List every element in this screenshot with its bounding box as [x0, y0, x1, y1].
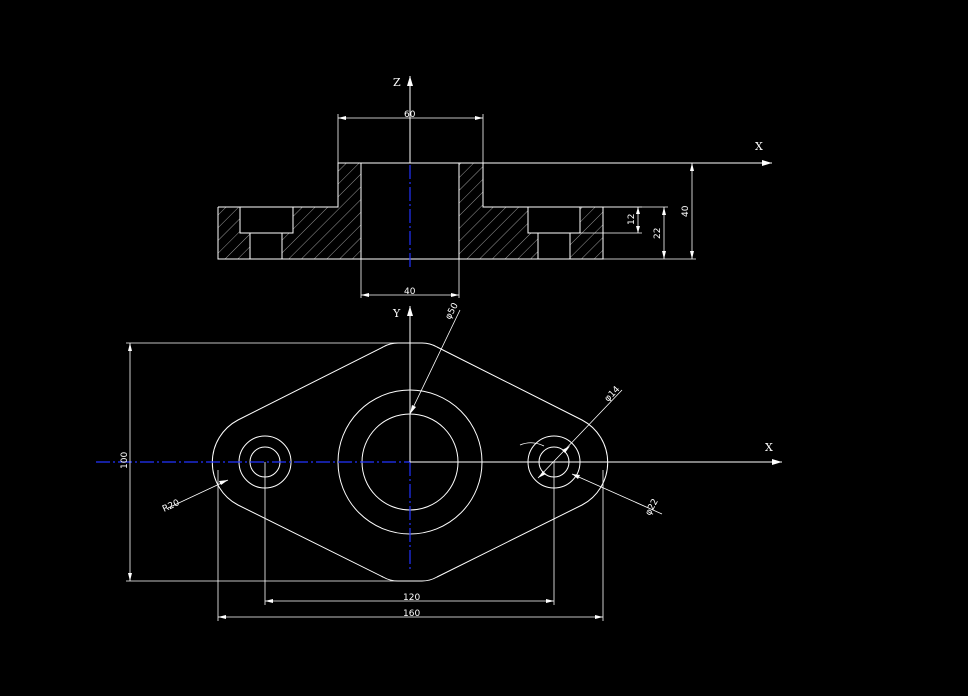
svg-text:R20: R20 [161, 498, 182, 515]
z-axis-label: Z [393, 76, 401, 89]
svg-text:100: 100 [120, 452, 130, 469]
section-outline [217, 162, 604, 260]
dim-front-flange-height: 22 [603, 206, 668, 260]
x-axis-label-front: X [755, 140, 763, 153]
plate-outline [211, 342, 609, 582]
svg-text:60: 60 [404, 110, 416, 120]
svg-text:φ14: φ14 [603, 384, 622, 404]
svg-text:40: 40 [681, 205, 691, 217]
svg-text:120: 120 [403, 593, 420, 603]
svg-text:40: 40 [404, 287, 416, 297]
dim-top-outer-diameter: φ50 [409, 301, 461, 415]
y-axis-label: Y [392, 307, 401, 320]
svg-text:φ50: φ50 [444, 301, 461, 321]
dim-front-total-height: 40 [660, 162, 696, 260]
section-hatching [218, 163, 603, 259]
x-axis-arrow-front [762, 160, 772, 166]
dim-top-height: 100 [120, 342, 398, 582]
dim-front-top-width: 60 [337, 110, 484, 163]
dim-front-bore: 40 [360, 259, 460, 298]
x-axis-arrow-top [772, 459, 782, 465]
z-axis-arrow [407, 76, 413, 86]
dim-top-total-width: 160 [217, 470, 604, 621]
dim-top-bolt-counterbore: φ14 [519, 384, 622, 479]
svg-text:φ22: φ22 [644, 497, 661, 517]
dim-top-hole-spacing: 120 [264, 462, 555, 605]
svg-text:12: 12 [627, 214, 637, 225]
dim-top-bolt-hole: φ22 [571, 473, 663, 517]
y-axis-arrow [407, 306, 413, 316]
svg-text:160: 160 [403, 609, 420, 619]
x-axis-label-top: X [765, 441, 773, 454]
top-plan-view: Y X φ50 φ14 φ22 R20 [96, 301, 782, 621]
svg-text:22: 22 [653, 228, 663, 239]
front-section-view: Z X 60 40 12 [217, 76, 772, 298]
